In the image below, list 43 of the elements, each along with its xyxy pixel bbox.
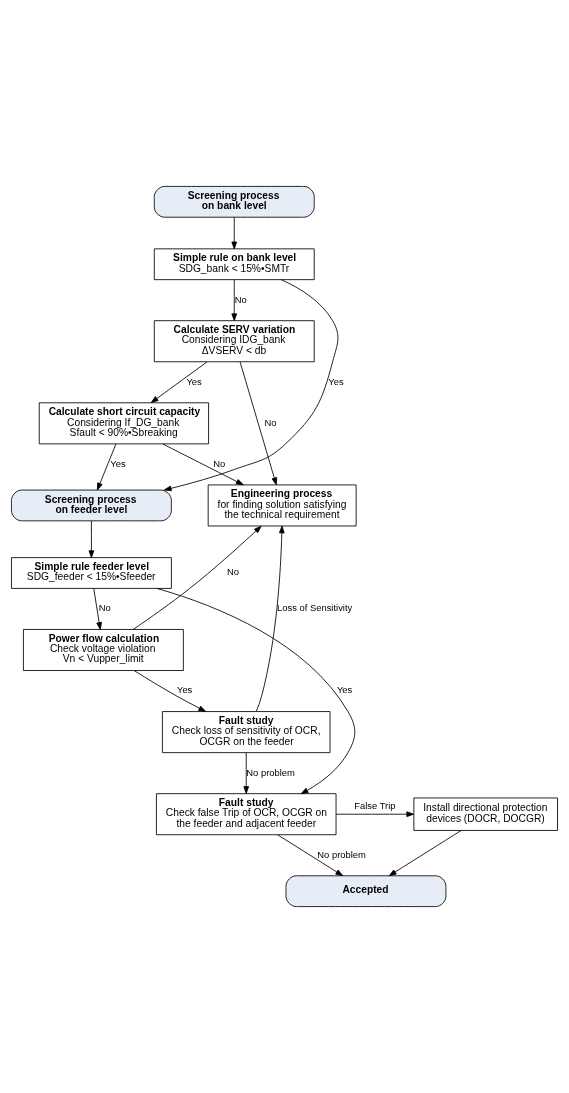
arrow (239, 361, 278, 486)
edge-label: No (98, 602, 111, 614)
node-box: Power flow calculation Check voltage violation Vn < Vupper_limit (23, 629, 184, 671)
arrow (335, 811, 415, 818)
edge-label: False Trip (354, 799, 396, 811)
node-box: Calculate SERV variation Considering IDG_bank ΔVSERV < db (153, 320, 315, 363)
node-box: Engineering process for finding solution satisfying the technical requirement (207, 484, 357, 527)
node-box: Install directional protection devices (DOCR, DOCGR) (413, 797, 558, 831)
edge-label: Loss of Sensitivity (277, 602, 353, 614)
node-box: Calculate short circuit capacity Considering If_DG_bank Sfault < 90%•Sbreaking (38, 402, 209, 445)
arrow (162, 443, 244, 486)
edge-label: No (234, 293, 247, 305)
edge-label: Yes (176, 684, 193, 696)
arrow (231, 216, 238, 250)
node-box: Screening process on bank level (153, 186, 315, 218)
arrow (277, 834, 344, 877)
edge-label: No problem (246, 766, 295, 778)
arrow (133, 670, 207, 712)
arrow (96, 443, 117, 491)
edge-label: Yes (336, 684, 353, 696)
arrow (156, 588, 356, 795)
arrow (132, 525, 262, 630)
arrow (88, 520, 95, 558)
arrow (243, 752, 250, 794)
edge-label: No (264, 416, 277, 428)
arrow (231, 279, 238, 322)
node-box: Screening process on feeder level (11, 489, 172, 522)
node-box: Simple rule feeder level SDG_feeder < 15%•Sfeeder (11, 557, 172, 589)
arrow (255, 525, 285, 712)
node-box: Fault study Check false Trip of OCR, OCGR on the feeder and adjacent feeder (156, 793, 337, 836)
node-box: Accepted (285, 875, 447, 907)
edge-label: No (226, 566, 239, 578)
edge-label: Yes (110, 457, 126, 469)
edge-label: Yes (328, 375, 344, 387)
arrow (163, 279, 339, 492)
edge-label: No problem (317, 848, 366, 860)
node-box: Fault study Check loss of sensitivity of OCR, OCGR on the feeder (162, 711, 331, 754)
arrow (388, 830, 462, 877)
node-box: Simple rule on bank level SDG_bank < 15%•SMTr (153, 248, 315, 281)
edge-label: Yes (186, 375, 202, 387)
edge-label: No (213, 457, 226, 469)
arrow (150, 361, 208, 403)
arrow (93, 588, 102, 630)
